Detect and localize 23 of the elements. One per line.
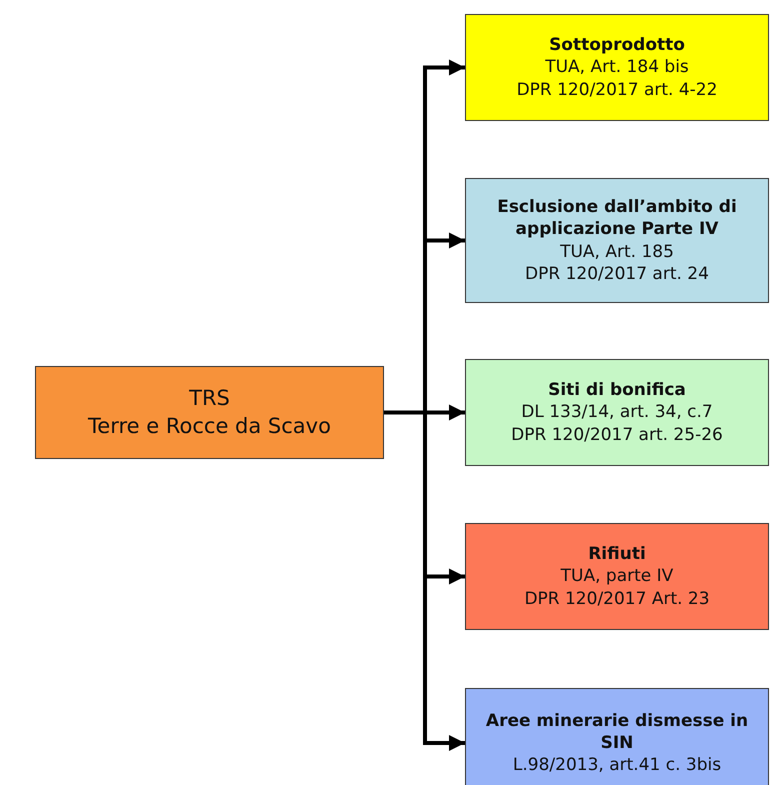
law-reference: DPR 120/2017 art. 24: [524, 262, 710, 285]
box-subtitle: Terre e Rocce da Scavo: [87, 412, 332, 440]
box-heading: Sottoprodotto: [548, 34, 686, 56]
law-reference: DPR 120/2017 Art. 23: [523, 588, 711, 610]
law-reference: DL 133/14, art. 34, c.7: [520, 401, 714, 424]
box-heading: Aree minerarie dismesse in SIN: [484, 710, 750, 754]
law-reference: TUA, Art. 185: [559, 240, 675, 263]
box-heading: Rifiuti: [587, 543, 647, 566]
category-box: [465, 178, 769, 303]
law-reference: DPR 120/2017 art. 25-26: [510, 424, 724, 446]
law-reference: L.98/2013, art.41 c. 3bis: [512, 754, 722, 776]
box-heading: Esclusione dall’ambito di applicazione Parte IV: [496, 196, 738, 240]
law-reference: TUA, Art. 184 bis: [544, 56, 690, 79]
category-box: [465, 359, 769, 466]
root-box: [35, 366, 384, 459]
box-heading: TRS: [188, 385, 231, 412]
category-box: [465, 14, 769, 121]
category-box: [465, 688, 769, 785]
category-box: [465, 523, 769, 630]
law-reference: TUA, parte IV: [560, 565, 674, 588]
box-heading: Siti di bonifica: [547, 379, 687, 402]
arrow: [384, 410, 465, 751]
law-reference: DPR 120/2017 art. 4-22: [516, 78, 718, 101]
